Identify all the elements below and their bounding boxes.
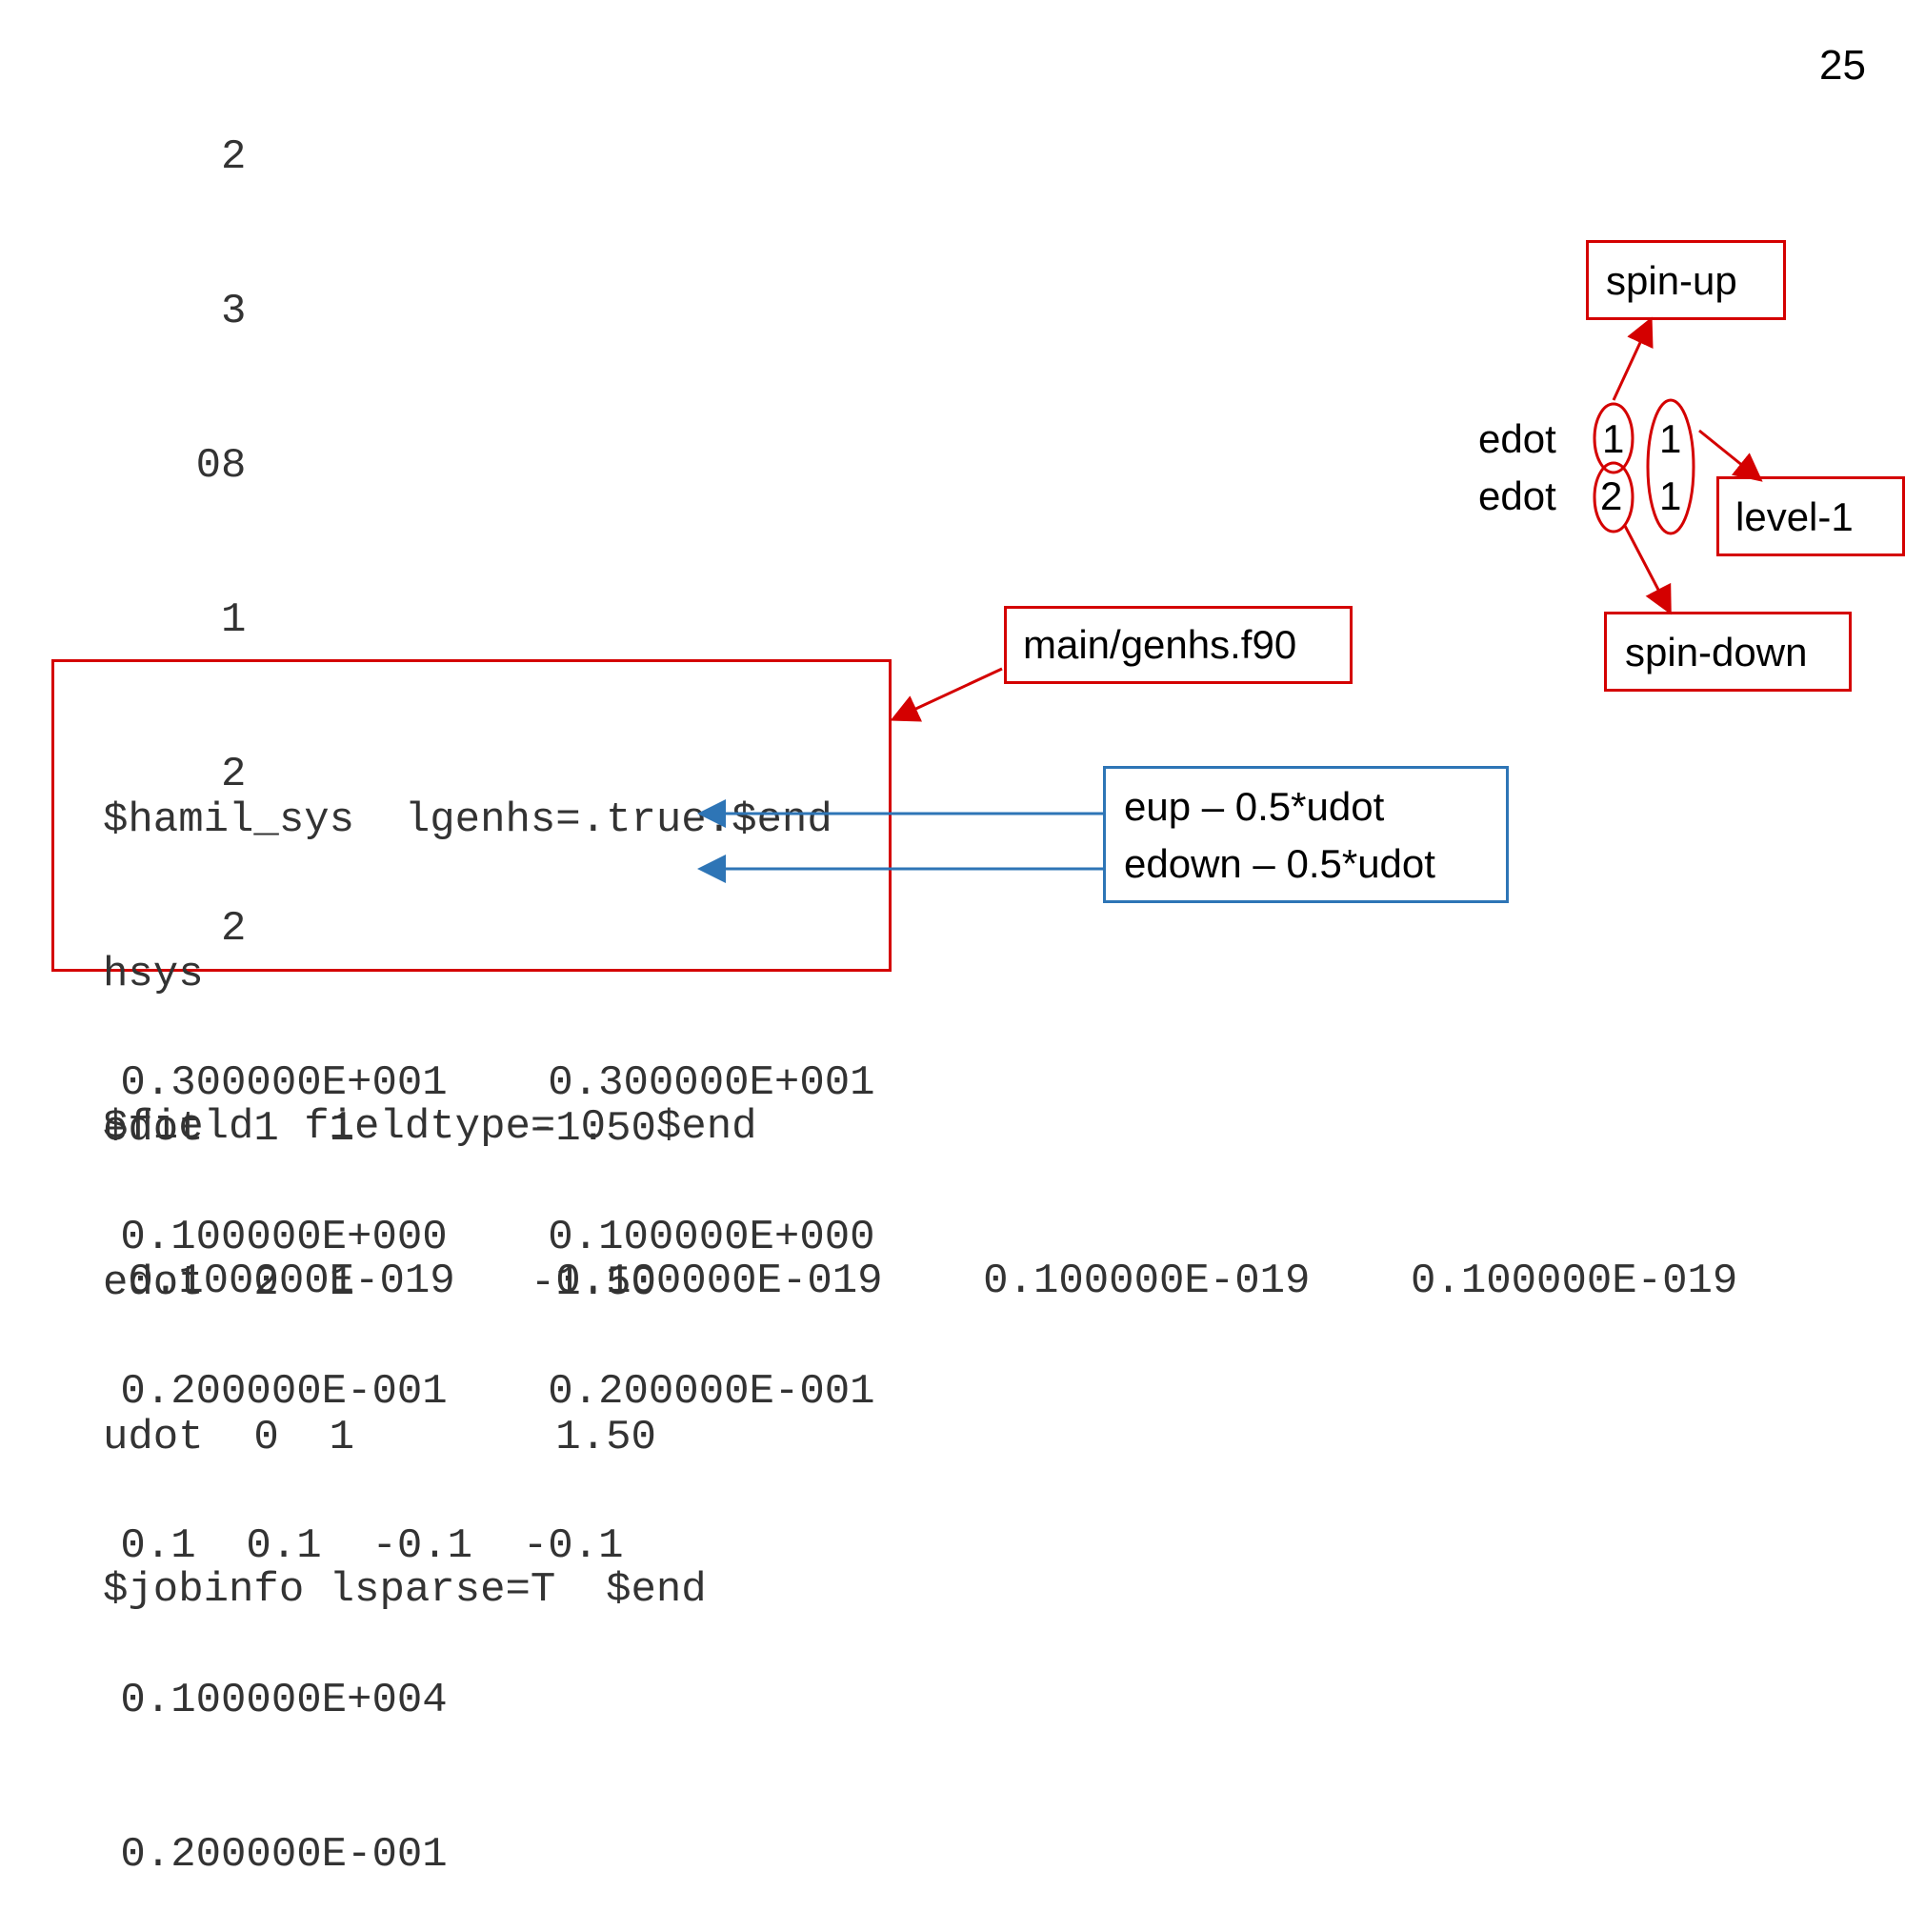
spin-down-box — [1604, 612, 1852, 692]
hamil-line: hsys — [103, 951, 204, 998]
listing-line: 3 — [95, 288, 247, 335]
energy-callout-box — [1103, 766, 1509, 903]
listing-line: 2 — [95, 133, 247, 181]
listing-line: 0.100000E+000 0.100000E+000 — [95, 1214, 875, 1261]
hamil-line: edot 2 1 -1.50 — [103, 1259, 656, 1307]
genhs-callout-box — [1004, 606, 1353, 684]
listing-line: 1 — [95, 596, 247, 644]
spin-up-arrow — [1612, 316, 1654, 401]
edot-diagram-spin-2: 2 — [1600, 473, 1623, 518]
annotation-overlay — [697, 316, 1763, 883]
edot-diagram-spin-1: 1 — [1602, 416, 1625, 461]
spin-up-label: spin-up — [1606, 258, 1737, 303]
genhs-callout-label: main/genhs.f90 — [1023, 622, 1297, 667]
spin-down-arrow — [1623, 525, 1672, 615]
edot-diagram-name-2: edot — [1478, 473, 1556, 518]
listing-line: 0.200000E-001 0.200000E-001 — [95, 1368, 875, 1416]
energy-callout-line-2: edown – 0.5*udot — [1124, 841, 1435, 886]
listing-line: 2 — [95, 751, 247, 798]
spin-2-oval — [1593, 461, 1634, 533]
hamil-block-box — [51, 659, 892, 972]
listing-line: 0.100000E-019 0.100000E-019 0.100000E-01… — [103, 1258, 1738, 1305]
edot-diagram-name-1: edot — [1478, 416, 1556, 461]
hamil-line: edot 1 1 -1.50 — [103, 1105, 656, 1153]
listing-line: 0.300000E+001 0.300000E+001 — [95, 1059, 875, 1107]
listing-line: $field fieldtype= 0 $end — [103, 1103, 757, 1151]
level-1-arrow — [1698, 429, 1763, 482]
listing-line: 0.200000E-001 — [95, 1831, 448, 1879]
level-1-label: level-1 — [1735, 494, 1854, 539]
spin-up-box — [1586, 240, 1786, 320]
spin-1-oval — [1593, 402, 1634, 474]
listing-line: 2 — [95, 905, 247, 953]
level-1-box — [1716, 476, 1905, 556]
energy-callout-line-1: eup – 0.5*udot — [1124, 784, 1385, 829]
edot-diagram-level-2: 1 — [1659, 473, 1682, 518]
listing-line: $jobinfo lsparse=T $end — [103, 1566, 707, 1614]
spin-down-label: spin-down — [1625, 630, 1808, 674]
listing-line: 08 — [95, 442, 247, 490]
hamil-line: $hamil_sys lgenhs=.true.$end — [103, 796, 832, 844]
level-oval — [1646, 398, 1695, 535]
edot-diagram-level-1: 1 — [1659, 416, 1682, 461]
listing-line: 0.100000E+004 — [95, 1677, 448, 1724]
page-number: 25 — [1819, 42, 1866, 89]
genhs-arrow — [890, 667, 1003, 722]
top-listing: 2 3 08 1 2 2 0.300000E+001 0.300000E+001… — [95, 29, 875, 1932]
